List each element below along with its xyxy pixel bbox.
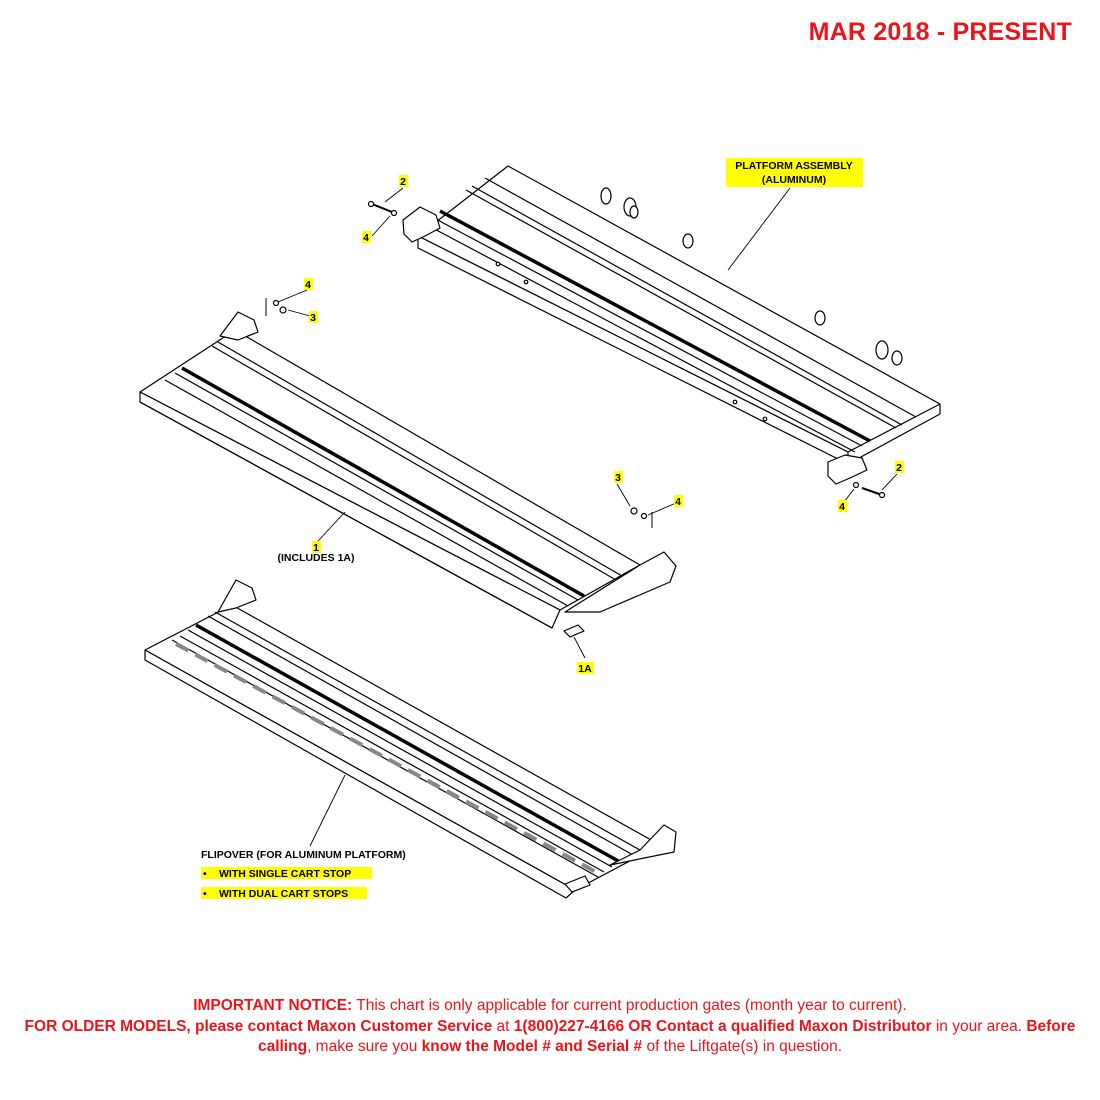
flipover-single-cart-stop: WITH SINGLE CART STOP xyxy=(219,868,351,880)
callout-3-left: 3 xyxy=(310,312,316,324)
leader-lines xyxy=(277,187,898,847)
callout-1a: 1A xyxy=(578,663,592,675)
callout-2-lower: 2 xyxy=(896,462,902,474)
notice-before-text: , make sure you xyxy=(307,1038,422,1055)
important-notice: IMPORTANT NOTICE: This chart is only app… xyxy=(0,996,1100,1058)
notice-important-text: This chart is only applicable for curren… xyxy=(352,997,907,1014)
notice-important-label: IMPORTANT NOTICE: xyxy=(193,997,353,1014)
flipover-title: FLIPOVER (FOR ALUMINUM PLATFORM) xyxy=(201,849,406,861)
callout-4-upper: 4 xyxy=(363,232,369,244)
notice-end-text: of the Liftgate(s) in question. xyxy=(642,1038,843,1055)
item-1-platform-drawing xyxy=(139,311,677,638)
callout-3-right: 3 xyxy=(615,472,621,484)
notice-area-text: in your area. xyxy=(931,1017,1027,1035)
notice-know-model: know the Model # and Serial # xyxy=(421,1038,643,1055)
notice-phone: 1(800)227-4166 OR Contact a qualified Ma… xyxy=(513,1017,932,1035)
date-range-title: MAR 2018 - PRESENT xyxy=(808,18,1072,46)
notice-older-models: FOR OLDER MODELS, please contact Maxon C… xyxy=(24,1017,493,1035)
callout-labels: PLATFORM ASSEMBLY (ALUMINUM) 2 4 4 3 3 4… xyxy=(201,158,904,900)
flipover-dual-bullet: • xyxy=(203,888,207,900)
callout-4-right: 4 xyxy=(675,496,681,508)
callout-4-lower: 4 xyxy=(839,501,845,513)
notice-before-calling: Before calling xyxy=(257,1017,1076,1056)
platform-assembly-sublabel: (ALUMINUM) xyxy=(762,174,826,186)
hardware-drawings xyxy=(265,200,886,528)
flipover-single-bullet: • xyxy=(203,868,207,880)
flipover-drawing xyxy=(144,579,677,899)
callout-1-note: (INCLUDES 1A) xyxy=(277,552,354,564)
callout-2-upper: 2 xyxy=(400,176,406,188)
platform-assembly-label: PLATFORM ASSEMBLY xyxy=(735,160,852,172)
platform-assembly-drawing xyxy=(402,165,941,485)
notice-older-mid: at xyxy=(492,1017,514,1035)
flipover-dual-cart-stops: WITH DUAL CART STOPS xyxy=(219,888,348,900)
callout-1: 1 xyxy=(313,542,319,554)
callout-4-left: 4 xyxy=(305,279,311,291)
